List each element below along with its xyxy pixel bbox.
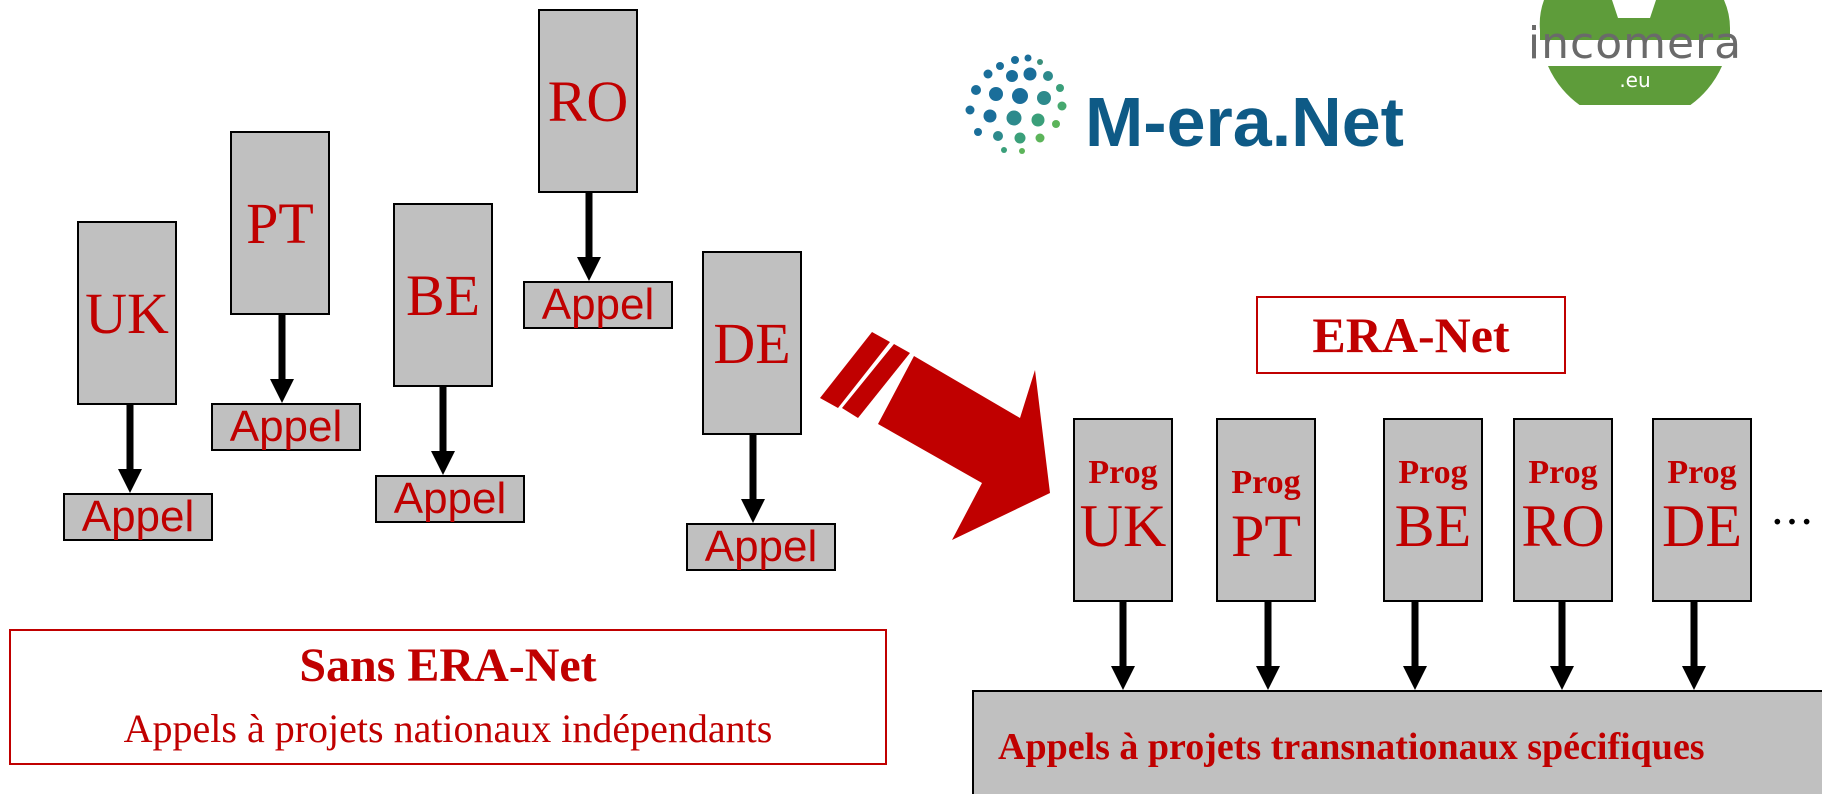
sans-era-net-subtitle: Appels à projets nationaux indépendants bbox=[123, 705, 773, 751]
appel-box-de: Appel bbox=[686, 523, 836, 571]
transnational-calls-label: Appels à projets transnationaux spécifiq… bbox=[998, 726, 1705, 768]
country-box-de: DE bbox=[702, 251, 802, 435]
prog-label: Prog bbox=[1088, 454, 1158, 491]
arrow-down-icon bbox=[1550, 602, 1574, 690]
transnational-calls-bar: Appels à projets transnationaux spécifiq… bbox=[972, 690, 1822, 794]
era-net-title: ERA-Net bbox=[1312, 307, 1510, 363]
big-red-arrow-icon bbox=[820, 332, 1050, 540]
incomera-logo: incomera .eu bbox=[1500, 0, 1770, 105]
incomera-logo-sub: .eu bbox=[1619, 68, 1651, 92]
prog-box-be: Prog BE bbox=[1383, 418, 1483, 602]
arrow-down-icon bbox=[118, 405, 142, 493]
prog-country: RO bbox=[1521, 493, 1605, 559]
country-box-be: BE bbox=[393, 203, 493, 387]
prog-label: Prog bbox=[1398, 454, 1468, 491]
appel-box-be: Appel bbox=[375, 475, 525, 523]
appel-box-ro: Appel bbox=[523, 281, 673, 329]
arrow-down-icon bbox=[1403, 602, 1427, 690]
dotted-sphere-icon bbox=[965, 54, 1067, 154]
sans-era-net-box: Sans ERA-Net Appels à projets nationaux … bbox=[9, 629, 887, 765]
prog-box-ro: Prog RO bbox=[1513, 418, 1613, 602]
mera-net-logo-text: M-era.Net bbox=[1085, 83, 1404, 161]
prog-country: PT bbox=[1230, 503, 1302, 569]
incomera-leaf-logo bbox=[1539, 0, 1731, 105]
prog-box-uk: Prog UK bbox=[1073, 418, 1173, 602]
arrow-down-icon bbox=[741, 435, 765, 523]
ellipsis: … bbox=[1770, 484, 1814, 535]
arrow-down-icon bbox=[1111, 602, 1135, 690]
appel-box-uk: Appel bbox=[63, 493, 213, 541]
prog-label: Prog bbox=[1667, 454, 1737, 491]
prog-label: Prog bbox=[1528, 454, 1598, 491]
appel-box-pt: Appel bbox=[211, 403, 361, 451]
country-box-uk: UK bbox=[77, 221, 177, 405]
prog-country: BE bbox=[1394, 493, 1472, 559]
arrow-down-icon bbox=[577, 193, 601, 281]
prog-box-de: Prog DE bbox=[1652, 418, 1752, 602]
era-net-box: ERA-Net bbox=[1256, 296, 1566, 374]
prog-box-pt: Prog PT bbox=[1216, 418, 1316, 602]
incomera-logo-text: incomera bbox=[1527, 18, 1743, 69]
country-box-ro: RO bbox=[538, 9, 638, 193]
prog-country: UK bbox=[1079, 493, 1167, 559]
country-box-pt: PT bbox=[230, 131, 330, 315]
arrow-down-icon bbox=[1682, 602, 1706, 690]
arrow-down-icon bbox=[270, 315, 294, 403]
prog-country: DE bbox=[1662, 493, 1742, 559]
arrow-down-icon bbox=[431, 387, 455, 475]
arrow-down-icon bbox=[1256, 602, 1280, 690]
prog-label: Prog bbox=[1231, 464, 1301, 501]
sans-era-net-title: Sans ERA-Net bbox=[299, 639, 597, 692]
